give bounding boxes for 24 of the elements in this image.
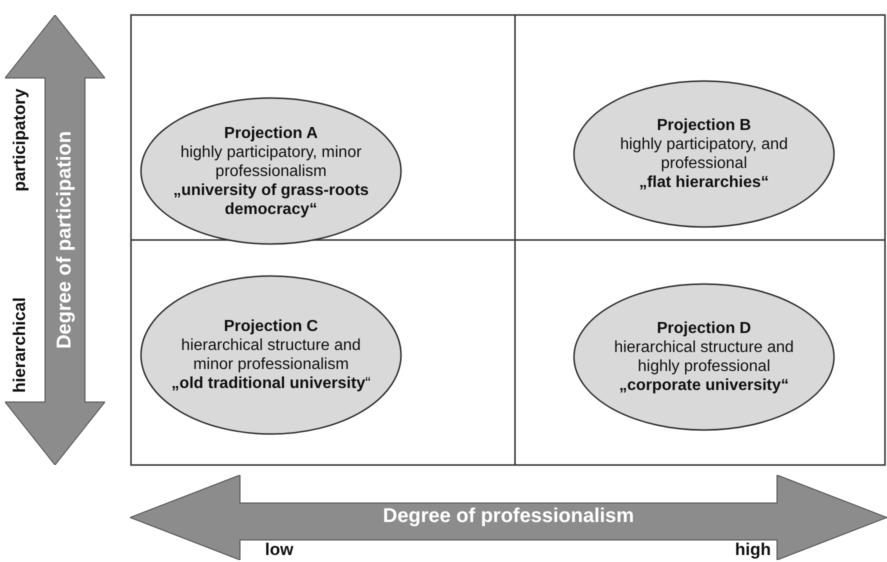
axis-end-label: high [735, 540, 771, 560]
axis-title: Degree of professionalism [382, 505, 634, 528]
axis-pole-label: participatory [10, 88, 30, 192]
axis-end-label: low [265, 540, 294, 560]
projection-description: hierarchical structure and highly professional [613, 338, 795, 376]
axis-pole-label: hierarchical [10, 297, 30, 393]
projection-ellipse [573, 80, 835, 228]
projection-description: highly participatory, and professional [619, 135, 789, 173]
projection-title: Projection B [656, 116, 752, 135]
projection-slogan: „university of grass-roots democracy“ [172, 180, 370, 218]
projection-description: hierarchical structure and minor professionalism [180, 336, 362, 374]
double-arrow [130, 475, 887, 560]
projection-slogan: „corporate university“ [619, 376, 789, 395]
projection-ellipse [140, 97, 402, 245]
projection-description: highly participatory, minor professionalism [179, 142, 363, 180]
projection-slogan: „flat hierarchies“ [639, 173, 769, 192]
projection-title: Projection A [224, 124, 318, 142]
double-arrow [5, 15, 105, 465]
projection-ellipse [140, 275, 402, 435]
axis-title: Degree of participation [54, 131, 76, 349]
projection-ellipse [573, 283, 835, 431]
projection-title: Projection C [224, 317, 318, 336]
projection-title: Projection D [656, 319, 752, 338]
projection-slogan: „old traditional university“ [171, 374, 371, 393]
